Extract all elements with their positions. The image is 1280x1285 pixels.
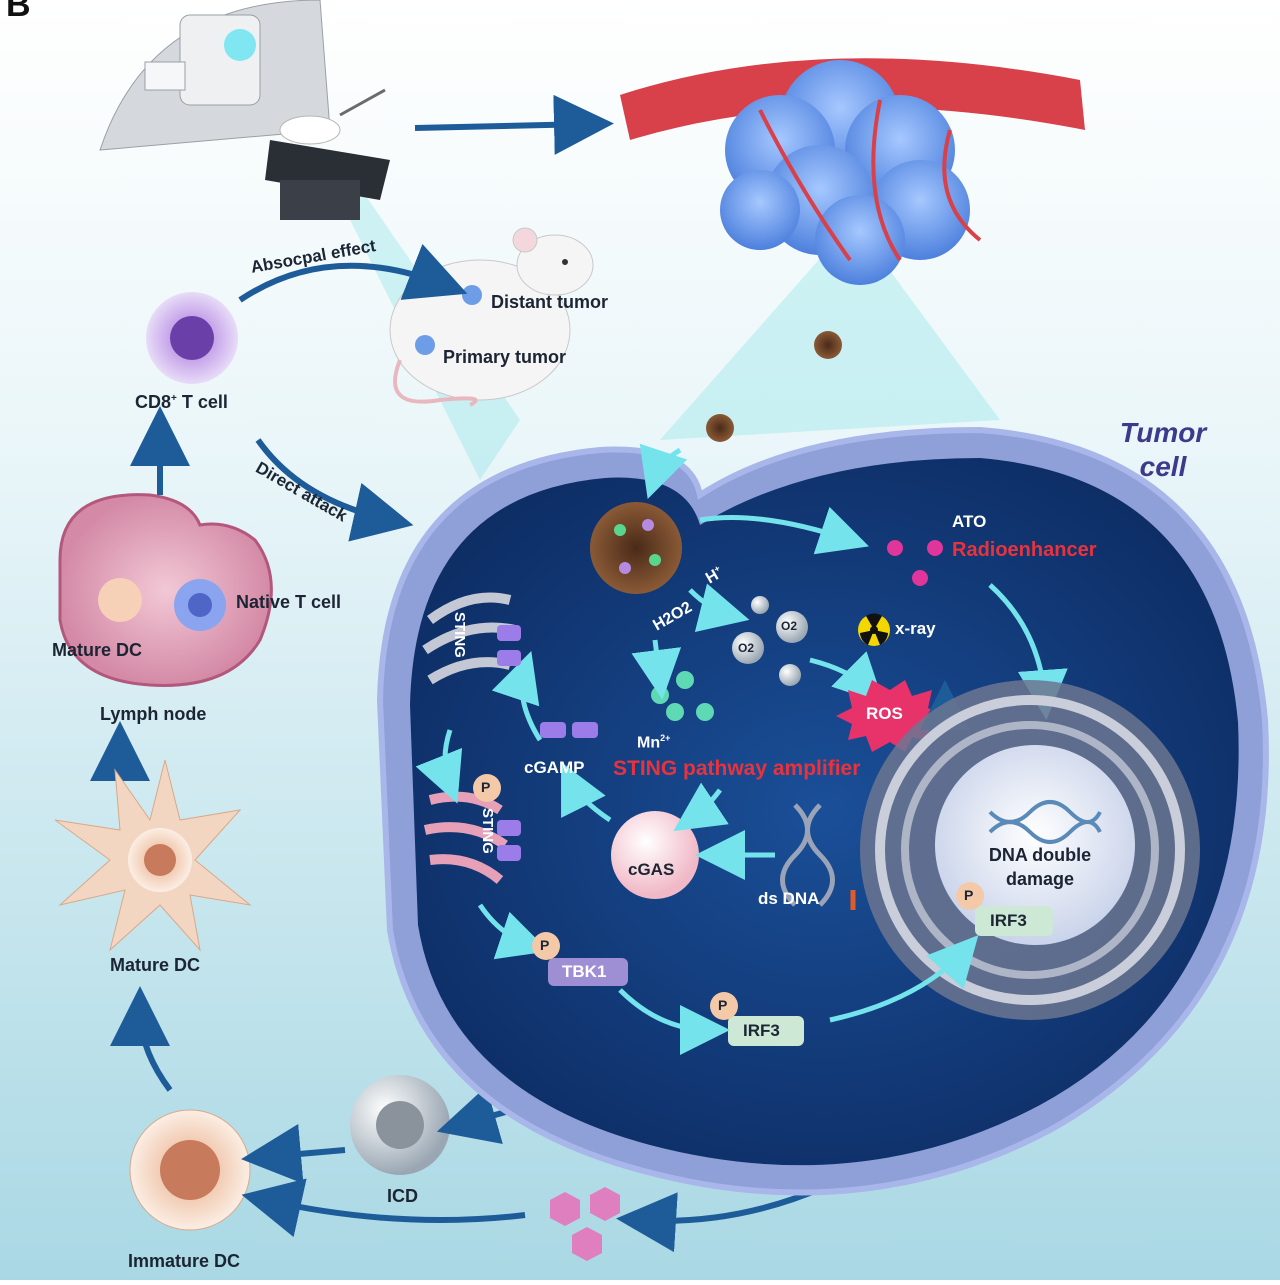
oxygen-bubbles (732, 596, 808, 686)
o2-label-1: O2 (781, 619, 798, 633)
distant-tumor-label: Distant tumor (491, 292, 608, 312)
arrow-machine-to-tumor (414, 94, 614, 155)
tumor-cell-line1: Tumor (1119, 417, 1207, 448)
arrow-direct-attack (255, 438, 414, 542)
arrow-np-to-ato (699, 506, 869, 555)
sting-phospho (473, 774, 501, 802)
cgamp-label: cGAMP (524, 758, 585, 777)
nanoparticles (590, 331, 842, 594)
nucleus (860, 680, 1200, 1020)
p-label-tbk1: P (540, 937, 550, 953)
sting-amplifier-label: STING pathway amplifier (613, 757, 861, 780)
native-t-cell-label: Native T cell (236, 592, 342, 612)
p-label-irf3-bottom: P (718, 997, 728, 1013)
ato-particles (887, 540, 943, 586)
arrow-cgamp-to-sting (491, 651, 543, 742)
sting-top-label: STING (451, 612, 468, 658)
arrow-tbk1-to-irf3 (618, 988, 730, 1055)
tumor-cell-label: Tumor cell (1108, 416, 1218, 484)
cgamp-molecules (540, 722, 598, 738)
radiation-icon (858, 613, 890, 646)
mature-dc-cell (54, 759, 252, 952)
ds-dna-label: ds DNA (758, 889, 820, 908)
o2-label-2: O2 (738, 641, 755, 655)
mn-sup: 2+ (660, 733, 671, 743)
er-golgi-top (422, 592, 521, 685)
arrow-endocytosis (639, 443, 688, 499)
cd8-rest: T cell (176, 392, 228, 412)
tbk1-box (548, 958, 628, 986)
cd8-text: CD8 (135, 392, 172, 412)
dna-damage-line1: DNA double (988, 845, 1092, 865)
arrow-sting-to-tbk1 (477, 903, 549, 960)
lymph-node (58, 493, 273, 687)
immature-dc-cell (129, 1109, 251, 1231)
mn-label: Mn2+ (637, 733, 670, 752)
arrow-to-o2 (688, 583, 750, 632)
p-label-irf3-nucleus: P (964, 887, 974, 903)
mature-dc-mid-label: Mature DC (110, 955, 201, 975)
ros-label: ROS (866, 704, 903, 723)
mn-text: Mn (637, 734, 661, 752)
primary-tumor-dot (415, 335, 435, 355)
arrow-sting-activate (415, 729, 463, 804)
arrow-irf3-to-nucleus (829, 935, 979, 1023)
arrow-absocpal (238, 243, 468, 303)
irf3-bottom-box (728, 1016, 804, 1046)
irf3-nucleus-box (975, 906, 1053, 936)
arrow-icd-to-dc (241, 1123, 346, 1184)
irf3-nucleus-phospho (956, 882, 984, 910)
arrow-o2-to-ros (809, 651, 885, 705)
irf3-bottom-label: IRF3 (743, 1021, 780, 1040)
cgas-label: cGAS (628, 860, 675, 879)
ds-dna-helix (780, 803, 835, 907)
cd8-t-cell-label: CD8+ T cell (135, 392, 228, 413)
dna-damage-label: DNA double damage (980, 843, 1100, 891)
damp-hexagons (550, 1187, 620, 1261)
arrow-mn-to-cgas (673, 782, 729, 832)
distant-tumor-dot (462, 285, 482, 305)
mouse-on-bed (279, 115, 341, 145)
cgas-sphere (611, 811, 699, 899)
arrow-h2o2-to-mn (631, 639, 682, 700)
p-label-sting: P (481, 779, 491, 795)
lymph-node-label: Lymph node (100, 704, 207, 724)
primary-tumor-label: Primary tumor (443, 347, 567, 367)
syringe (339, 88, 386, 117)
ato-label: ATO (952, 512, 987, 531)
tumor-vessel (620, 58, 1085, 285)
sting-mid-label: STING (479, 808, 496, 854)
irf3-nucleus-label: IRF3 (990, 911, 1027, 930)
mature-dc-top-label: Mature DC (52, 640, 143, 660)
arrow-imm-to-mature (110, 986, 173, 1092)
icd-label: ICD (387, 1186, 418, 1206)
tumor-cell-line2: cell (1139, 451, 1187, 482)
panel-letter: B (6, 0, 31, 24)
tbk1-phospho (532, 932, 560, 960)
arrow-damp-to-dc (241, 1178, 526, 1238)
radiotherapy-machine (99, 0, 390, 220)
large-nanoparticle (590, 502, 682, 594)
arrow-cgas-to-cgamp (561, 762, 612, 823)
cd8-t-cell (146, 292, 238, 384)
er-golgi-bottom (423, 791, 521, 884)
tumor-cluster (720, 60, 982, 285)
dna-damage-line2: damage (1005, 869, 1075, 889)
tbk1-label: TBK1 (562, 962, 607, 981)
icd-cell (350, 1075, 450, 1175)
cd8-sup: + (171, 393, 177, 404)
x-ray-label: x-ray (895, 619, 936, 638)
immature-dc-label: Immature DC (128, 1251, 241, 1271)
radioenhancer-label: Radioenhancer (952, 539, 1097, 561)
